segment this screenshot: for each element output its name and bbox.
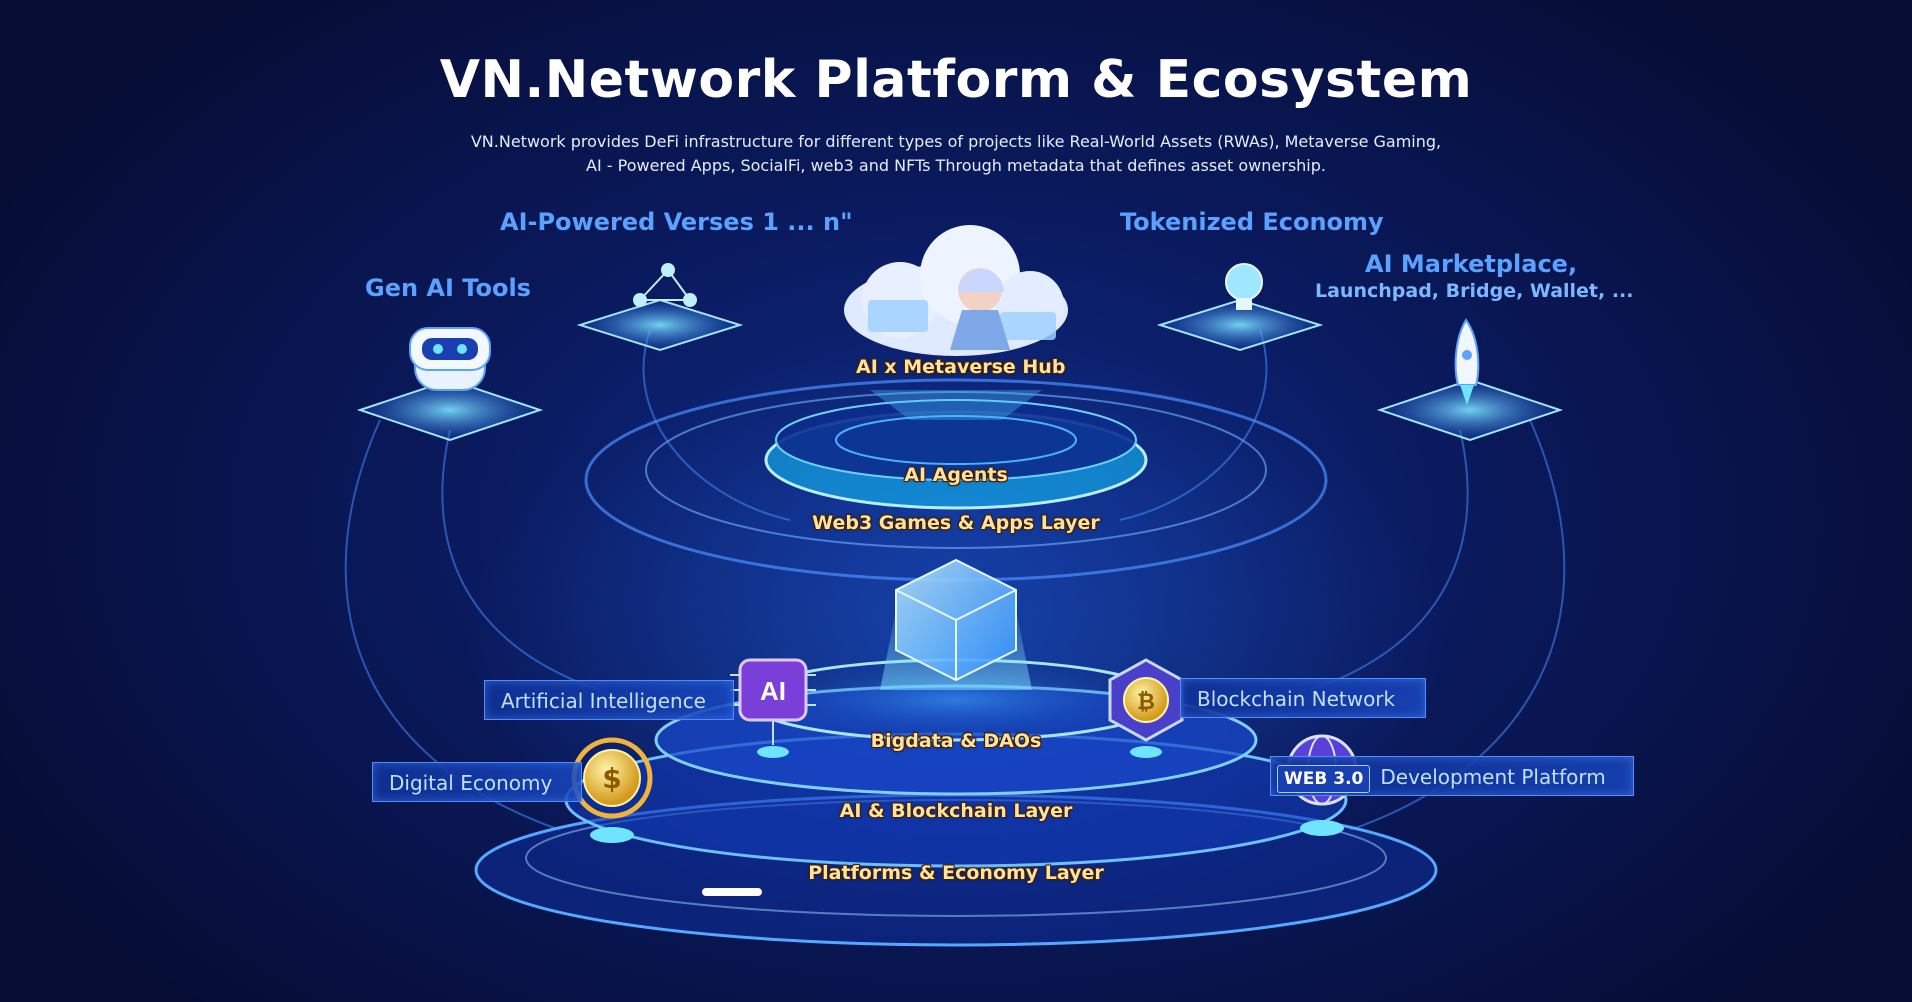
artificial-intelligence-badge: Artificial Intelligence	[484, 680, 734, 720]
network-pad	[576, 263, 744, 352]
ai-marketplace-sub-label: Launchpad, Bridge, Wallet, ...	[1315, 280, 1634, 302]
page-subtitle: VN.Network provides DeFi infrastructure …	[456, 130, 1456, 178]
ai-chip-icon: AI	[730, 658, 816, 758]
metaverse-cloud	[844, 225, 1068, 420]
ai-chip-text: AI	[760, 676, 786, 706]
ai-marketplace-label: AI Marketplace,	[1365, 250, 1578, 278]
subtitle-line-2: AI - Powered Apps, SocialFi, web3 and NF…	[586, 156, 1326, 175]
page-title: VN.Network Platform & Ecosystem	[439, 50, 1473, 110]
carousel-indicator[interactable]	[702, 888, 762, 896]
platforms-economy-label: Platforms & Economy Layer	[808, 862, 1104, 884]
digital-economy-badge: Digital Economy	[372, 762, 582, 802]
bitcoin-symbol-text: ₿	[1137, 690, 1155, 715]
ai-agents-disc	[764, 399, 1148, 510]
tokenized-economy-label: Tokenized Economy	[1120, 208, 1384, 236]
rocket-pad	[1376, 318, 1564, 442]
coin-symbol-text: $	[602, 762, 621, 795]
ai-blockchain-label: AI & Blockchain Layer	[839, 800, 1073, 822]
bigdata-label: Bigdata & DAOs	[870, 730, 1042, 752]
gen-ai-tools-label: Gen AI Tools	[365, 274, 531, 302]
development-platform-badge: WEB 3.0 Development Platform	[1270, 756, 1634, 796]
ai-agents-label: AI Agents	[904, 464, 1008, 486]
robot-pad	[356, 327, 544, 442]
metaverse-hub-label: AI x Metaverse Hub	[856, 356, 1066, 378]
web3-tag: WEB 3.0	[1277, 765, 1371, 793]
ai-verses-label: AI-Powered Verses 1 ... n"	[500, 208, 853, 236]
web3-games-label: Web3 Games & Apps Layer	[812, 512, 1100, 534]
circuit-lines	[344, 329, 1566, 831]
lightbulb-pad	[1156, 263, 1324, 352]
development-platform-text: Development Platform	[1380, 765, 1606, 789]
blockchain-network-badge: Blockchain Network	[1180, 678, 1426, 718]
subtitle-line-1: VN.Network provides DeFi infrastructure …	[470, 132, 1442, 151]
data-cube	[880, 558, 1032, 690]
